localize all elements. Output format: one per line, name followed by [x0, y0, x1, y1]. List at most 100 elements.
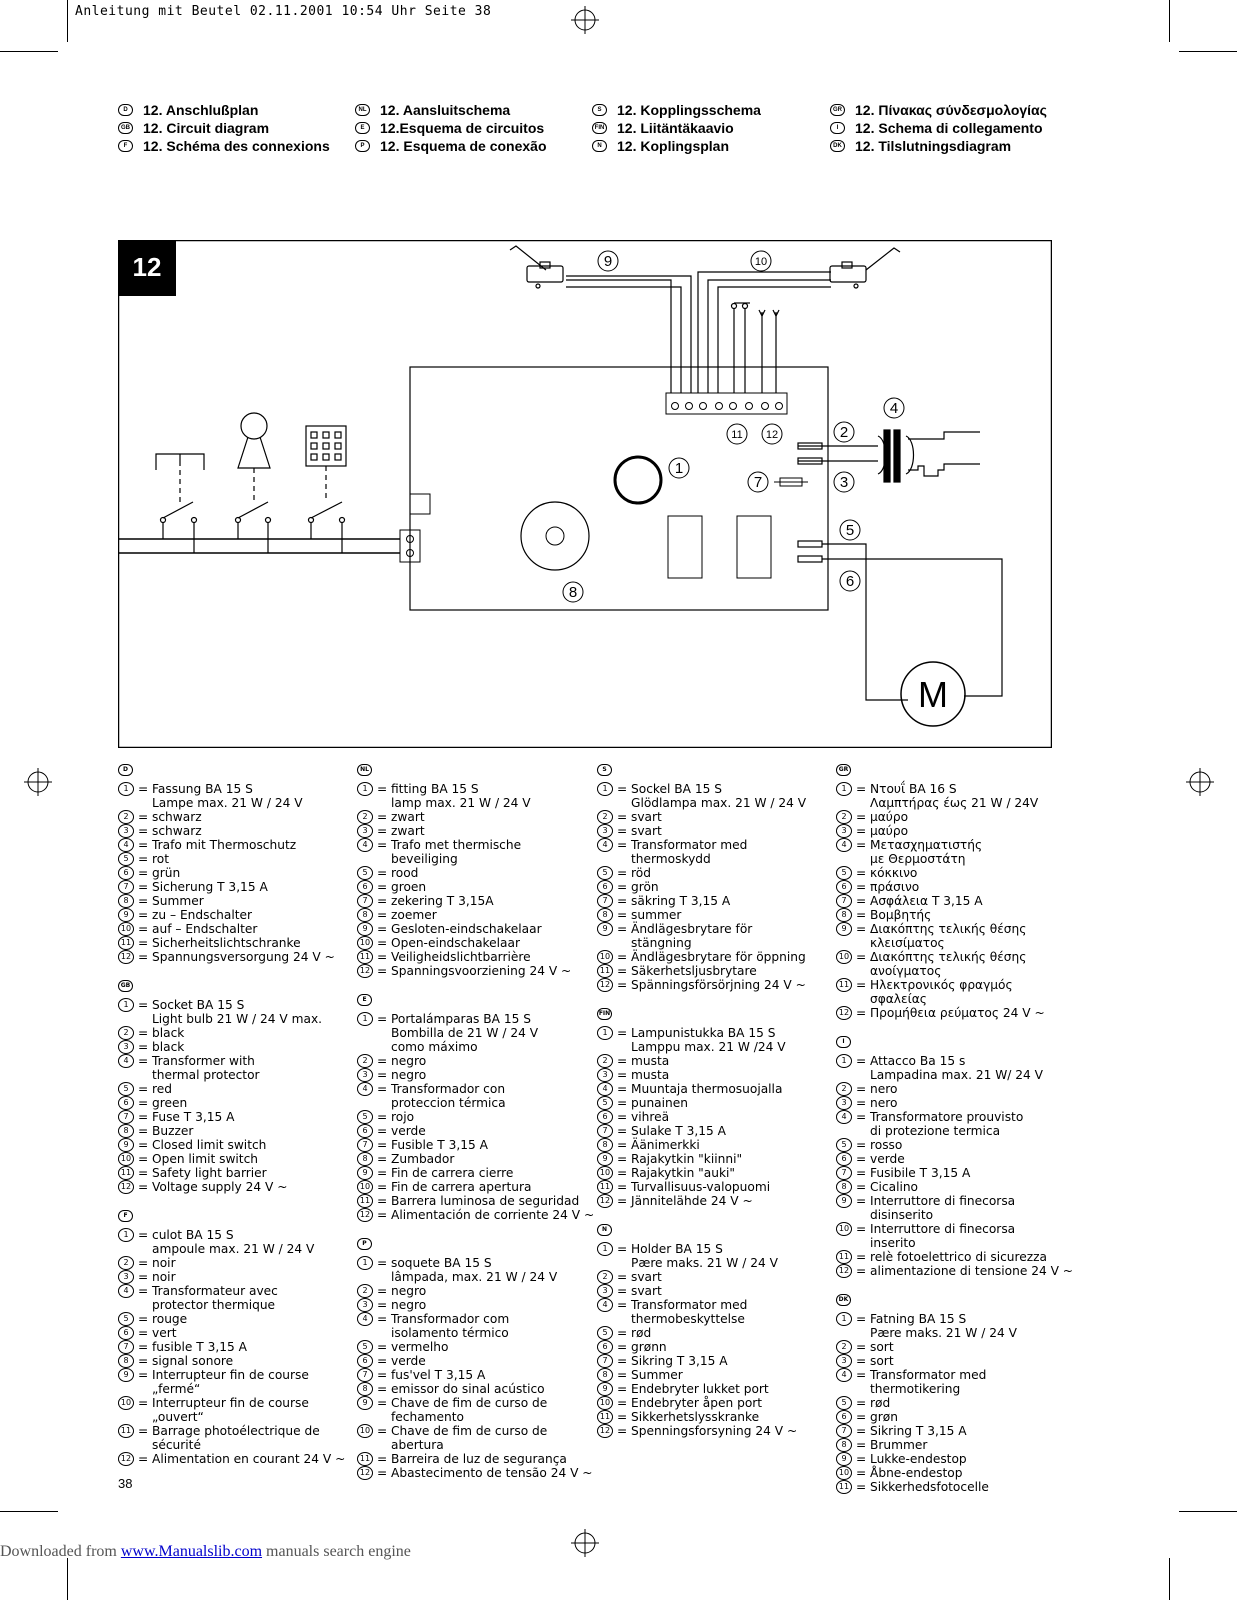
equals-sign: = [377, 880, 388, 894]
equals-sign: = [377, 1396, 388, 1410]
legend-text: Trafo mit Thermoschutz [152, 838, 297, 852]
legend-number: 8 [597, 908, 613, 922]
legend-item: 12=alimentazione di tensione 24 V ~ [836, 1264, 1076, 1278]
equals-sign: = [138, 1396, 149, 1410]
equals-sign: = [617, 1194, 628, 1208]
legend-number: 7 [118, 880, 134, 894]
legend-text: zu – Endschalter [152, 908, 253, 922]
legend-item: 5=rojo [357, 1110, 597, 1124]
callouts: 1 2 3 4 5 6 7 8 9 10 11 12 [562, 250, 905, 603]
svg-text:2: 2 [840, 424, 848, 441]
legend-number: 12 [357, 1208, 373, 1222]
legend-number: 8 [357, 1152, 373, 1166]
legend-text: Endebryter lukket port [631, 1382, 769, 1396]
equals-sign: = [377, 1256, 388, 1270]
terminal-strip [665, 392, 788, 415]
legend-item: 2=schwarz [118, 810, 358, 824]
legend-item: 3=negro [357, 1068, 597, 1082]
legend-number: 10 [118, 1396, 134, 1410]
legend-item: 8=Summer [597, 1368, 837, 1382]
download-footer: Downloaded from www.Manualslib.com manua… [0, 1543, 411, 1561]
legend-number: 3 [357, 1068, 373, 1082]
legend-item: 4=Transformador con proteccion térmica [357, 1082, 597, 1110]
legend-text: musta [631, 1054, 670, 1068]
legend-text: Ändlägesbrytare för stängning [631, 922, 753, 950]
equals-sign: = [856, 1138, 867, 1152]
equals-sign: = [617, 964, 628, 978]
equals-sign: = [856, 880, 867, 894]
legend-number: 9 [836, 922, 852, 936]
legend-text: Rajakytkin "kiinni" [631, 1152, 743, 1166]
legend-number: 1 [118, 782, 134, 796]
equals-sign: = [138, 1110, 149, 1124]
legend-item: 10=Endebryter åpen port [597, 1396, 837, 1410]
legend-item: 7=Sicherung T 3,15 A [118, 880, 358, 894]
legend-text: Ασφάλεια Τ 3,15 Α [870, 894, 983, 908]
legend-text: röd [631, 866, 651, 880]
equals-sign: = [138, 1026, 149, 1040]
equals-sign: = [377, 1124, 388, 1138]
legend-item: 2=black [118, 1026, 358, 1040]
legend-number: 2 [597, 810, 613, 824]
legend-text: fusible T 3,15 A [152, 1340, 247, 1354]
legend-text: Barreira de luz de segurança [391, 1452, 567, 1466]
legend-item: 5=rød [836, 1396, 1076, 1410]
legend-text: noir [152, 1256, 176, 1270]
equals-sign: = [856, 1152, 867, 1166]
legend-number: 3 [357, 1298, 373, 1312]
equals-sign: = [617, 1284, 628, 1298]
registration-mark-right [1186, 768, 1214, 796]
legend-number: 6 [357, 880, 373, 894]
legend-number: 2 [597, 1270, 613, 1284]
equals-sign: = [377, 1138, 388, 1152]
equals-sign: = [138, 1340, 149, 1354]
limit-switch-wires [566, 271, 831, 393]
registration-mark-left [24, 768, 52, 796]
legend-text: rot [152, 852, 169, 866]
language-badge: DK [830, 140, 845, 152]
legend-item: 1=Socket BA 15 S Light bulb 21 W / 24 V … [118, 998, 358, 1026]
legend-item: 12=Spenningsforsyning 24 V ~ [597, 1424, 837, 1438]
page-number: 38 [118, 1476, 133, 1491]
language-badge: FIN [592, 122, 607, 134]
legend-number: 2 [836, 1082, 852, 1096]
legend-text: auf – Endschalter [152, 922, 258, 936]
equals-sign: = [856, 1222, 867, 1236]
legend-item: 9=Endebryter lukket port [597, 1382, 837, 1396]
legend-item: 6=grønn [597, 1340, 837, 1354]
legend-text: Spänningsförsörjning 24 V ~ [631, 978, 806, 992]
legend-number: 1 [836, 1312, 852, 1326]
legend-item: 12=Jännitelähde 24 V ~ [597, 1194, 837, 1208]
legend-item: 5=red [118, 1082, 358, 1096]
legend-text: Sikkerhedsfotocelle [870, 1480, 989, 1494]
svg-text:10: 10 [755, 256, 767, 268]
legend-item: 11=Safety light barrier [118, 1166, 358, 1180]
legend-item: 9=Fin de carrera cierre [357, 1166, 597, 1180]
control-board [409, 366, 829, 611]
legend-number: 11 [118, 1424, 134, 1438]
legend-number: 9 [836, 1194, 852, 1208]
legend-text: emissor do sinal acústico [391, 1382, 545, 1396]
manualslib-link[interactable]: www.Manualslib.com [120, 1543, 263, 1560]
legend-text: Summer [152, 894, 204, 908]
legend-number: 7 [597, 1354, 613, 1368]
section-number: 12 [133, 252, 162, 282]
legend-text: Brummer [870, 1438, 928, 1452]
legend-item: 9=zu – Endschalter [118, 908, 358, 922]
crop-mark [1169, 0, 1170, 42]
callout-9: 9 [597, 250, 619, 272]
equals-sign: = [138, 1152, 149, 1166]
equals-sign: = [138, 1256, 149, 1270]
legend-item: 6=verde [357, 1354, 597, 1368]
legend-item: 10=Διακόπτης τελικής θέσης ανοίγματος [836, 950, 1076, 978]
callout-8: 8 [562, 581, 584, 603]
equals-sign: = [138, 852, 149, 866]
legend-item: 4=Transformator med thermotikering [836, 1368, 1076, 1396]
section-number-box [118, 240, 176, 296]
legend-text: alimentazione di tensione 24 V ~ [870, 1264, 1074, 1278]
legend-text: Sicherheitslichtschranke [152, 936, 301, 950]
legend-item: 5=rood [357, 866, 597, 880]
